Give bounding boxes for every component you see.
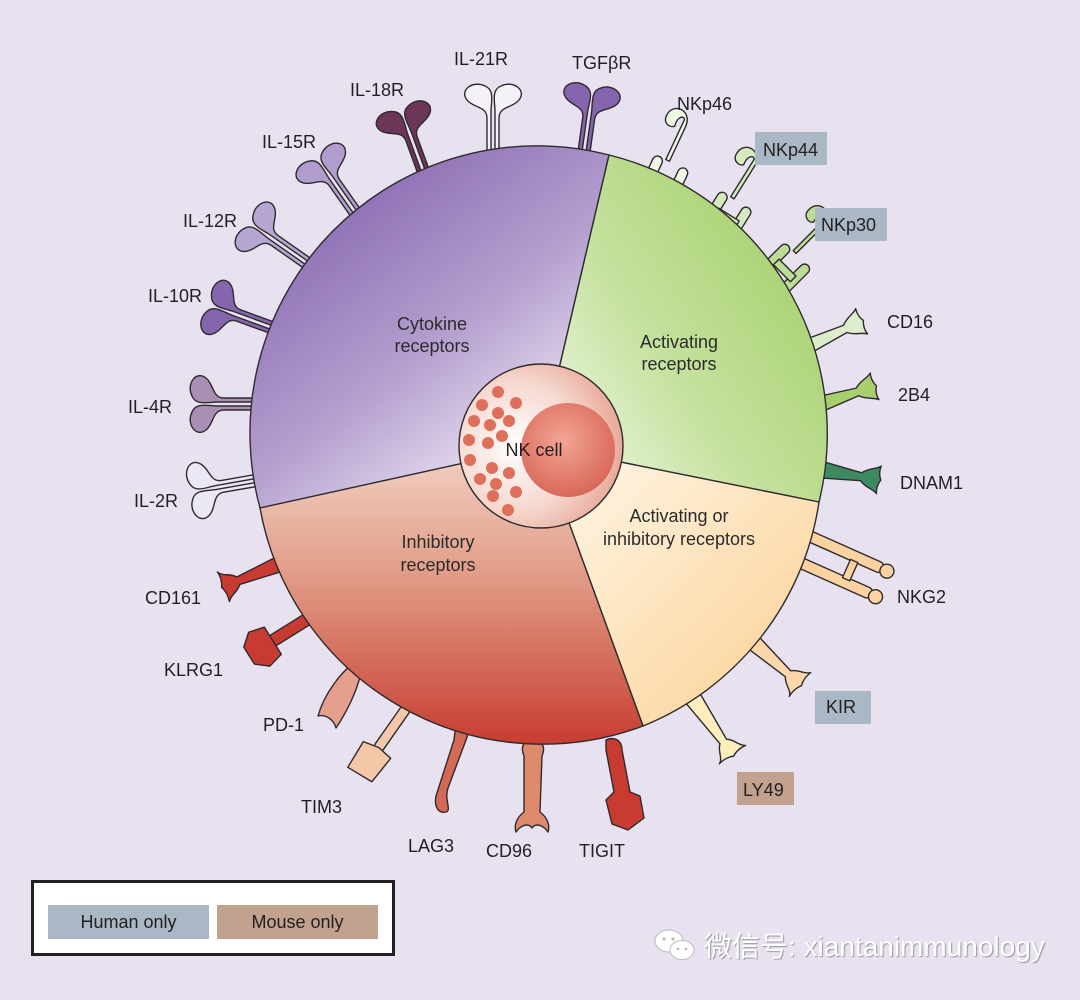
- receptor-il18r: [375, 100, 435, 187]
- sector-label-inhibitory-2: receptors: [400, 555, 475, 575]
- receptor-il21r: [464, 83, 522, 167]
- label-pd1: PD-1: [263, 715, 304, 735]
- label-il18r: IL-18R: [350, 80, 404, 100]
- label-il21r: IL-21R: [454, 49, 508, 69]
- receptor-nkg2: [794, 530, 895, 605]
- label-cd161: CD161: [145, 588, 201, 608]
- label-il4r: IL-4R: [128, 397, 172, 417]
- mouse-only-badge-ly49: [737, 772, 794, 805]
- legend-mouse-only: Mouse only: [217, 905, 378, 939]
- receptor-il4r: [189, 375, 273, 433]
- label-cd96: CD96: [486, 841, 532, 861]
- label-il2r: IL-2R: [134, 491, 178, 511]
- human-only-badge-nkp44: [755, 132, 827, 165]
- label-klrg1: KLRG1: [164, 660, 223, 680]
- label-nkp30: NKp30: [821, 215, 876, 235]
- legend-human-only-label: Human only: [80, 911, 177, 932]
- label-2b4: 2B4: [898, 385, 930, 405]
- receptor-tim3: [347, 698, 415, 783]
- sector-label-cytokine-2: receptors: [394, 336, 469, 356]
- sector-label-activating-1: Activating: [640, 332, 718, 352]
- sector-label-inhibitory-1: Inhibitory: [401, 532, 474, 552]
- receptor-pd1: [317, 659, 363, 729]
- label-nkg2: NKG2: [897, 587, 946, 607]
- granules: [463, 386, 522, 516]
- label-ly49: LY49: [743, 780, 784, 800]
- label-tigit: TIGIT: [579, 841, 625, 861]
- nk-cell: NK cell: [458, 363, 624, 529]
- label-tgfbr: TGFβR: [572, 53, 631, 73]
- receptor-il15r: [295, 142, 368, 227]
- label-cd16: CD16: [887, 312, 933, 332]
- watermark: 微信号: xiantanimmunology: [652, 925, 1045, 965]
- receptor-il2r: [185, 461, 272, 520]
- legend: Human only Mouse only: [31, 880, 395, 956]
- sector-label-activating-2: receptors: [641, 354, 716, 374]
- legend-mouse-only-label: Mouse only: [251, 911, 344, 932]
- human-only-badge-kir: [815, 691, 871, 724]
- receptor-cd96: [514, 740, 550, 833]
- receptor-tigit: [605, 737, 645, 831]
- label-kir: KIR: [826, 697, 856, 717]
- label-il15r: IL-15R: [262, 132, 316, 152]
- sector-activating-or-inhibitory: [539, 445, 820, 727]
- label-il12r: IL-12R: [183, 211, 237, 231]
- receptor-lag3: [434, 723, 469, 813]
- label-nkp46: NKp46: [677, 94, 732, 114]
- wechat-icon: [654, 929, 695, 960]
- sector-label-aoi-1: Activating or: [629, 506, 728, 526]
- label-dnam1: DNAM1: [900, 473, 963, 493]
- human-only-badge-nkp30: [815, 208, 887, 241]
- sector-label-aoi-2: inhibitory receptors: [603, 529, 755, 549]
- label-lag3: LAG3: [408, 836, 454, 856]
- receptor-il10r: [200, 279, 287, 339]
- receptor-tgfbr: [563, 81, 621, 168]
- label-tim3: TIM3: [301, 797, 342, 817]
- label-nkp44: NKp44: [763, 140, 818, 160]
- legend-human-only: Human only: [48, 905, 209, 939]
- watermark-text: 微信号: xiantanimmunology: [704, 931, 1045, 962]
- receptor-il12r: [234, 201, 319, 274]
- receptor-labels: IL-2R IL-4R IL-10R IL-12R IL-15R IL-18R …: [128, 49, 963, 861]
- sector-label-cytokine-1: Cytokine: [397, 314, 467, 334]
- nk-cell-label: NK cell: [505, 440, 562, 460]
- label-il10r: IL-10R: [148, 286, 202, 306]
- nucleus: [521, 403, 615, 497]
